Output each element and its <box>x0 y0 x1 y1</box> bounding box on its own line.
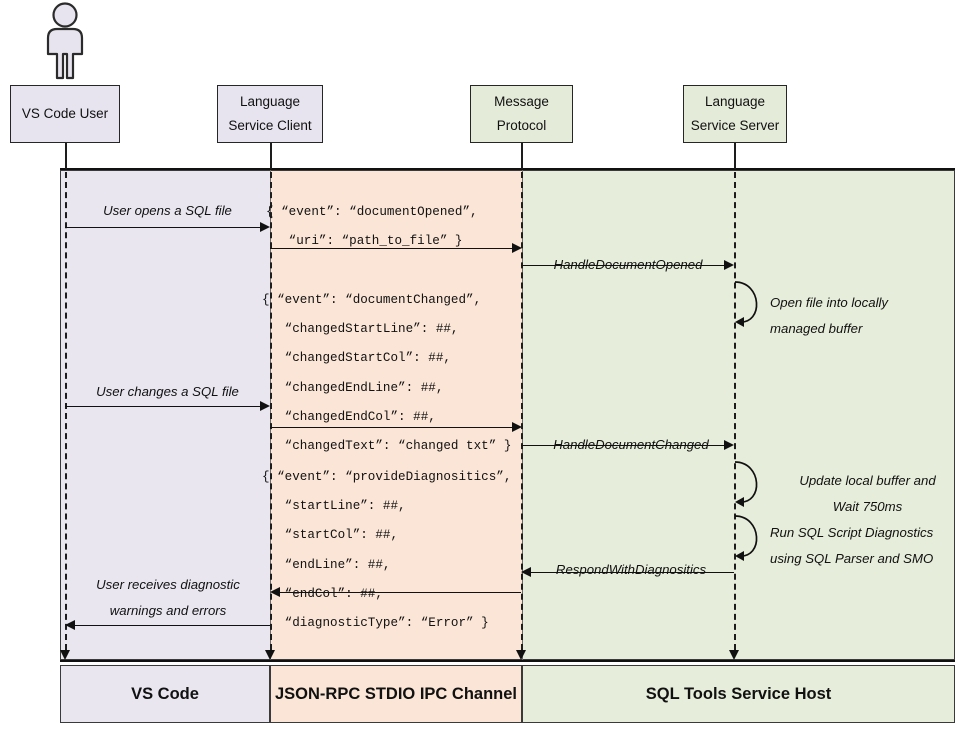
self-call-loop-open-file-buffer <box>734 278 770 328</box>
lifeline-label-line2: Service Client <box>228 118 312 133</box>
message-arrowhead-user-receives <box>65 620 75 630</box>
lifeline-ls-client <box>270 172 272 650</box>
swimlane-band-ipc <box>270 170 522 660</box>
lifeline-label-line1: Language <box>704 93 766 109</box>
message-arrowhead-diagnostics-to-client <box>270 587 280 597</box>
self-call-label-run-diagnostics: Run SQL Script Diagnostics using SQL Par… <box>770 525 934 566</box>
lifeline-label-line1: VS Code User <box>21 105 109 121</box>
message-arrow-handle-document-opened <box>521 265 725 266</box>
lifeline-label-line2: Protocol <box>496 118 547 133</box>
message-label-respond-with-diagnostics: RespondWithDiagnositics <box>555 562 707 577</box>
message-label-user-changes: User changes a SQL file <box>96 384 239 399</box>
footer-label-vs-code: VS Code <box>131 684 199 703</box>
self-call-loop-run-diagnostics <box>734 512 770 562</box>
message-arrowhead-handle-document-changed <box>724 440 734 450</box>
footer-cell-json-rpc[interactable]: JSON-RPC STDIO IPC Channel <box>270 665 522 723</box>
message-arrow-diagnostics-to-client <box>279 592 521 593</box>
footer-label-json-rpc: JSON-RPC STDIO IPC Channel <box>274 684 518 703</box>
message-label-user-opens: User opens a SQL file <box>103 203 232 218</box>
self-call-label-open-file-buffer: Open file into locally managed buffer <box>770 295 889 336</box>
swimlane-outline <box>60 170 955 660</box>
lifeline-label-line1: Message <box>494 93 549 109</box>
payload-document-changed: { “event”: “documentChanged”, “changedSt… <box>262 293 512 454</box>
message-arrowhead-document-changed <box>512 422 522 432</box>
message-arrow-document-changed <box>270 427 517 428</box>
top-separator-rule <box>60 168 955 170</box>
lifeline-header-message-protocol[interactable]: Message Protocol <box>470 85 573 143</box>
lifeline-label-line1: Language <box>239 93 301 109</box>
lifeline-stem-message-protocol <box>521 143 523 169</box>
message-label-handle-document-opened: HandleDocumentOpened <box>553 257 703 272</box>
footer-label-sql-host: SQL Tools Service Host <box>645 684 832 703</box>
lifeline-end-arrow-vscode-user <box>60 650 70 660</box>
lifeline-ls-server <box>734 172 736 650</box>
lifeline-stem-vscode-user <box>65 143 67 169</box>
message-arrowhead-handle-document-opened <box>724 260 734 270</box>
self-call-label-update-buffer-wait: Update local buffer and Wait 750ms <box>799 473 936 514</box>
payload-document-opened: { “event”: “documentOpened”, “uri”: “pat… <box>266 205 478 249</box>
lifeline-vscode-user <box>65 172 67 650</box>
message-label-handle-document-changed: HandleDocumentChanged <box>553 437 709 452</box>
message-arrowhead-document-opened <box>512 243 522 253</box>
message-arrow-handle-document-changed <box>521 445 725 446</box>
lifeline-stem-ls-server <box>734 143 736 169</box>
message-arrow-document-opened <box>270 248 517 249</box>
message-arrowhead-user-changes <box>260 401 270 411</box>
lifeline-stem-ls-client <box>270 143 272 169</box>
message-arrow-user-opens <box>65 227 261 228</box>
self-call-loop-update-buffer-wait <box>734 458 770 508</box>
swimlane-band-host <box>522 170 955 660</box>
payload-provide-diagnostics: { “event”: “provideDiagnositics”, “start… <box>262 470 512 631</box>
message-arrow-user-changes <box>65 406 261 407</box>
message-arrowhead-respond-with-diagnostics <box>521 567 531 577</box>
footer-cell-sql-host[interactable]: SQL Tools Service Host <box>522 665 955 723</box>
message-arrowhead-user-opens <box>260 222 270 232</box>
lifeline-end-arrow-ls-client <box>265 650 275 660</box>
message-arrow-respond-with-diagnostics <box>530 572 734 573</box>
message-label-user-receives: User receives diagnostic warnings and er… <box>96 577 240 618</box>
footer-cell-vs-code[interactable]: VS Code <box>60 665 270 723</box>
bottom-separator-rule <box>60 660 955 662</box>
message-arrow-user-receives <box>74 625 270 626</box>
lifeline-header-vscode-user[interactable]: VS Code User <box>10 85 120 143</box>
person-icon <box>34 2 96 80</box>
lifeline-header-ls-client[interactable]: Language Service Client <box>217 85 323 143</box>
lifeline-end-arrow-message-protocol <box>516 650 526 660</box>
lifeline-end-arrow-ls-server <box>729 650 739 660</box>
lifeline-message-protocol <box>521 172 523 650</box>
swimlane-band-vscode <box>60 170 270 660</box>
lifeline-label-line2: Service Server <box>690 118 780 133</box>
lifeline-header-ls-server[interactable]: Language Service Server <box>683 85 787 143</box>
